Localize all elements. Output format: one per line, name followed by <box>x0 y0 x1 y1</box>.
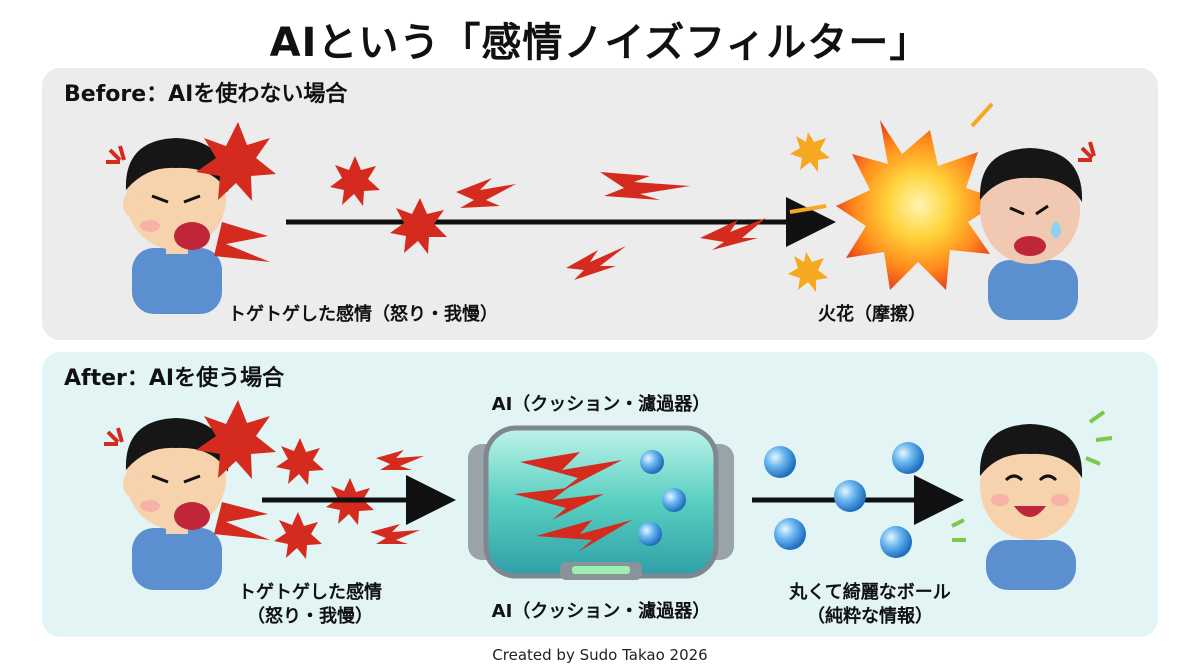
ai-filter-capsule <box>468 425 734 580</box>
after-panel: After：AIを使う場合 <box>42 352 1158 637</box>
page-title: AIという「感情ノイズフィルター」 <box>269 20 931 66</box>
after-heading: After：AIを使う場合 <box>64 366 285 391</box>
clean-information-balls <box>764 442 924 558</box>
clean-balls-label-line2: （純粋な情報） <box>807 606 933 627</box>
spike-cluster-left-after <box>196 400 276 540</box>
after-emotion-label-line2: （怒り・我慢） <box>247 606 373 627</box>
clean-balls-label-line1: 丸くて綺麗なボール <box>789 582 951 603</box>
before-spark-label: 火花（摩擦） <box>818 304 926 325</box>
hurt-person-right <box>979 141 1096 320</box>
angry-person-left <box>106 138 229 314</box>
before-emotion-label: トゲトゲした感情（怒り・我慢） <box>228 304 498 325</box>
flying-spikes-before <box>330 156 766 280</box>
after-emotion-label-line1: トゲトゲした感情 <box>238 582 382 603</box>
happy-person-right <box>951 410 1113 590</box>
ai-label-top: AI（クッション・濾過器） <box>491 394 711 415</box>
spike-cluster-left <box>196 122 276 262</box>
ai-label-bottom: AI（クッション・濾過器） <box>491 601 711 622</box>
credit-footer: Created by Sudo Takao 2026 <box>492 646 708 664</box>
angry-person-left-after <box>104 418 229 590</box>
before-heading: Before：AIを使わない場合 <box>64 82 348 107</box>
